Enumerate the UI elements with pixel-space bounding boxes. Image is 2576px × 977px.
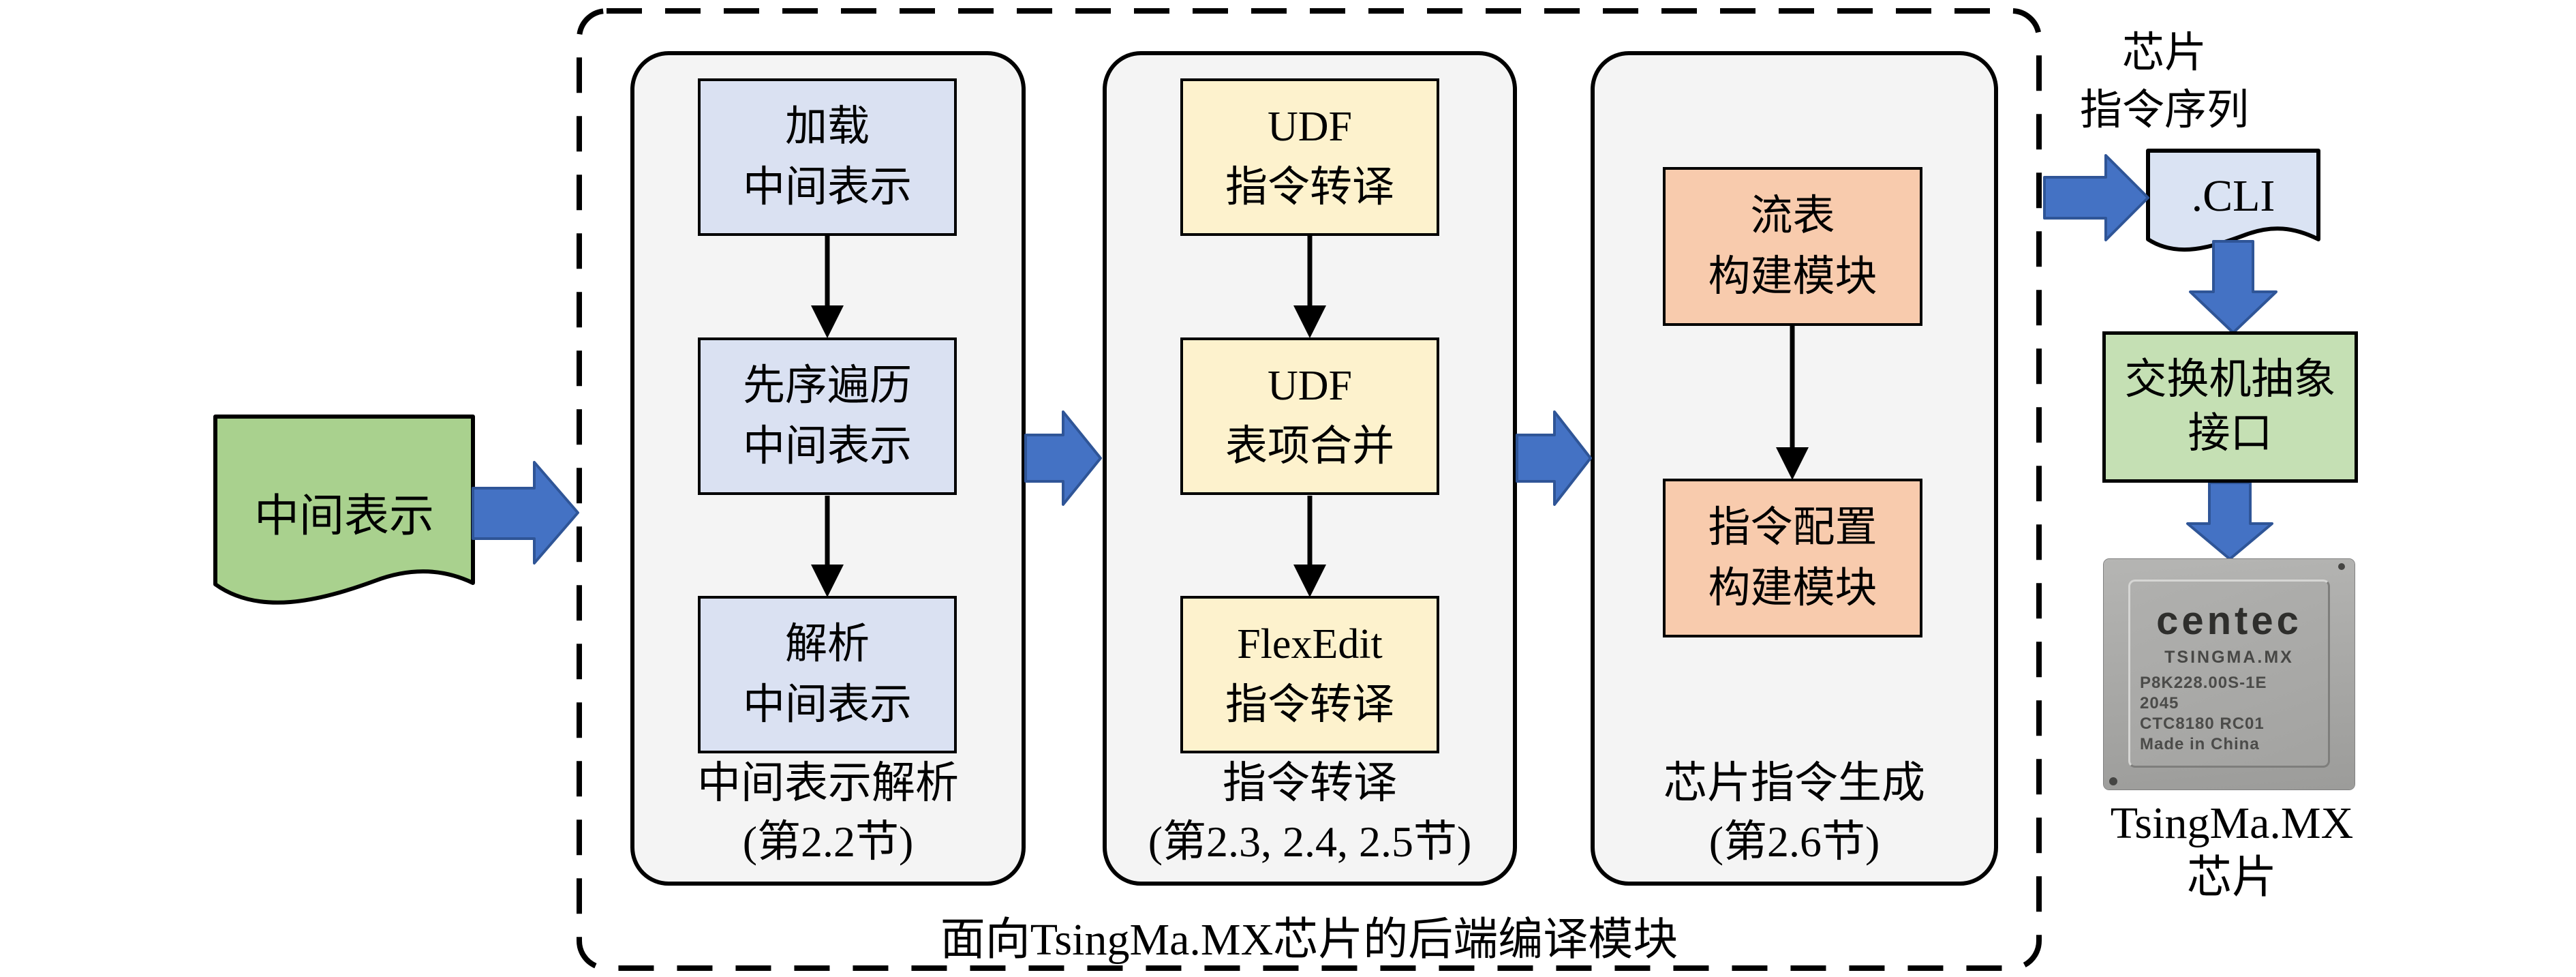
panel-label-line: 中间表示解析: [697, 759, 959, 807]
step-line: UDF: [1267, 363, 1353, 410]
dashed-module-boundary: [577, 8, 2042, 971]
flow-arrow-cli-to-switch: [2189, 240, 2278, 334]
step-line: 表项合并: [1225, 423, 1394, 470]
chip-die-surface: centec TSINGMA.MX P8K228.00S-1E 2045 CTC…: [2128, 580, 2330, 768]
cli-document-shape: [2146, 149, 2320, 252]
step-box-parse-ir: 解析 中间表示: [698, 596, 957, 753]
step-box-load-ir: 加载 中间表示: [698, 78, 957, 236]
chip-model-marking: TSINGMA.MX: [2164, 648, 2294, 667]
panel-label-instruction-translation: 指令转译 (第2.3, 2.4, 2.5节): [1103, 754, 1517, 871]
step-line: 流表: [1750, 193, 1835, 240]
panel-label-chip-instruction-generation: 芯片指令生成 (第2.6节): [1591, 754, 1998, 871]
step-arrowhead: [1293, 305, 1326, 338]
step-arrowhead: [811, 565, 844, 597]
step-box-instruction-config-builder: 指令配置 构建模块: [1663, 479, 1922, 637]
step-box-udf-instruction-translate: UDF 指令转译: [1180, 78, 1439, 236]
step-box-preorder-traverse-ir: 先序遍历 中间表示: [698, 337, 957, 495]
panel-label-ir-parsing: 中间表示解析 (第2.2节): [630, 754, 1026, 871]
step-line: 加载: [784, 104, 870, 151]
chip-origin: Made in China: [2140, 735, 2260, 753]
step-line: 中间表示: [742, 164, 912, 211]
step-arrowhead: [1776, 447, 1809, 480]
chip-date-code: 2045: [2140, 694, 2179, 712]
flow-arrow-switch-to-chip: [2186, 481, 2273, 560]
step-line: FlexEdit: [1237, 621, 1383, 668]
step-line: 中间表示: [742, 423, 912, 470]
chip-part-number: P8K228.00S-1E: [2140, 674, 2267, 692]
step-arrowhead: [811, 305, 844, 338]
backend-module-caption: 面向TsingMa.MX芯片的后端编译模块: [940, 915, 1678, 965]
step-line: 构建模块: [1708, 253, 1877, 300]
title-line: 指令序列: [2079, 87, 2249, 134]
chip-caption: TsingMa.MX 芯片: [2092, 796, 2372, 905]
switch-box-line: 接口: [2188, 410, 2273, 457]
title-line: 芯片: [2121, 30, 2207, 76]
chip-photo: centec TSINGMA.MX P8K228.00S-1E 2045 CTC…: [2103, 558, 2355, 790]
chip-corner-dot: [2109, 777, 2117, 785]
chip-code: CTC8180 RC01: [2140, 715, 2265, 733]
switch-box-line: 交换机抽象: [2124, 356, 2336, 403]
flow-arrow-source-to-module: [472, 461, 579, 565]
flow-arrow-parse-to-translate: [1024, 410, 1102, 506]
step-box-udf-entry-merge: UDF 表项合并: [1180, 337, 1439, 495]
chip-pin1-dot: [2338, 563, 2345, 570]
panel-label-line: (第2.2节): [742, 817, 914, 866]
cli-doc-label: .CLI: [2191, 171, 2275, 221]
panel-label-line: (第2.6节): [1708, 817, 1880, 866]
step-line: 中间表示: [742, 681, 912, 728]
step-line: 指令转译: [1225, 164, 1394, 211]
step-line: UDF: [1267, 104, 1353, 151]
step-arrowhead: [1293, 565, 1326, 597]
chip-brand-logo: centec: [2156, 599, 2302, 643]
step-line: 先序遍历: [742, 363, 912, 410]
panel-label-line: (第2.3, 2.4, 2.5节): [1148, 817, 1472, 866]
chip-caption-line: 芯片: [2187, 853, 2277, 903]
step-box-flexedit-instruction-translate: FlexEdit 指令转译: [1180, 596, 1439, 753]
step-line: 指令转译: [1225, 681, 1394, 728]
chip-instruction-sequence-title: 芯片 指令序列: [2044, 25, 2284, 139]
panel-label-line: 指令转译: [1223, 759, 1397, 807]
chip-caption-line: TsingMa.MX: [2110, 798, 2354, 848]
flow-arrow-translate-to-generate: [1516, 410, 1592, 506]
source-document-shape: [213, 415, 475, 605]
panel-label-line: 芯片指令生成: [1663, 759, 1925, 807]
flow-arrow-module-to-cli: [2043, 154, 2149, 241]
step-line: 指令配置: [1708, 505, 1877, 552]
source-doc-label: 中间表示: [254, 492, 434, 541]
step-line: 构建模块: [1708, 565, 1877, 612]
step-box-flow-table-builder: 流表 构建模块: [1663, 167, 1922, 326]
switch-abstract-interface-box: 交换机抽象 接口: [2102, 331, 2358, 483]
step-line: 解析: [784, 621, 870, 668]
